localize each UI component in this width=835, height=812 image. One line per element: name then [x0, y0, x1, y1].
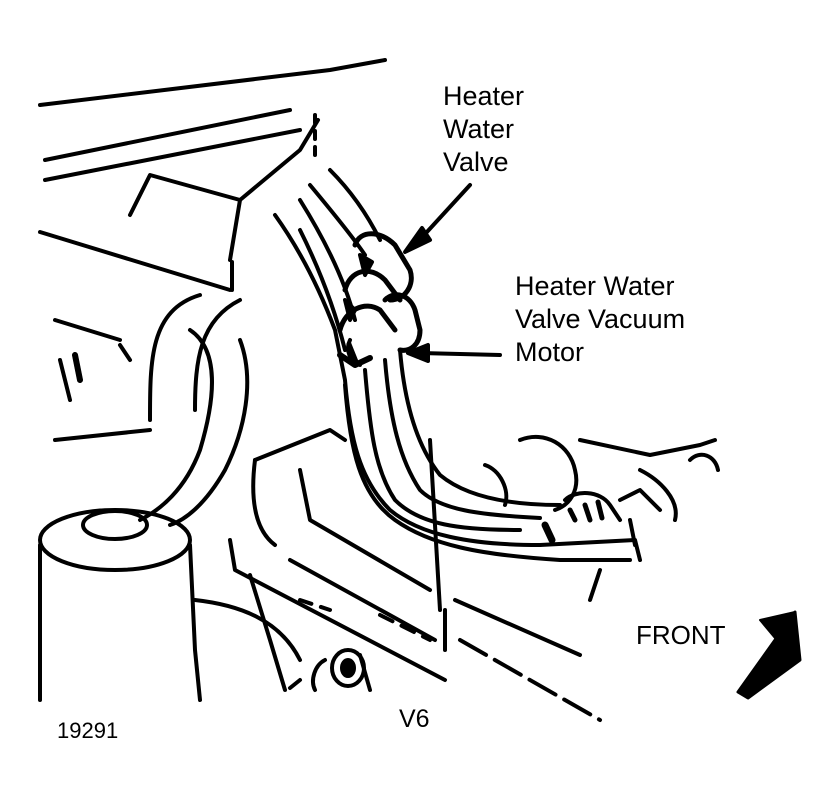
leader-arrows	[403, 183, 502, 363]
label-line: Motor	[515, 337, 585, 367]
reservoir	[38, 508, 302, 702]
label-line: Water	[443, 114, 515, 144]
front-arrow	[736, 610, 802, 700]
heater-water-valve-label: Heater Water Valve	[443, 80, 524, 179]
right-connection	[483, 434, 720, 602]
label-line: Valve Vacuum	[515, 304, 686, 334]
label-line: Valve	[443, 147, 509, 177]
engine-block	[228, 428, 602, 722]
figure-number: 19291	[57, 718, 119, 743]
fitting	[288, 648, 372, 692]
label-line: Heater	[443, 81, 525, 111]
cowl-panel	[38, 58, 387, 292]
vacuum-motor-label: Heater Water Valve Vacuum Motor	[515, 270, 685, 369]
heater-water-valve	[337, 231, 423, 368]
left-hose	[53, 293, 250, 527]
label-line: Heater Water	[515, 271, 675, 301]
front-label: FRONT	[636, 620, 726, 650]
engine-label: V6	[399, 705, 430, 733]
heater-hoses	[273, 168, 642, 562]
